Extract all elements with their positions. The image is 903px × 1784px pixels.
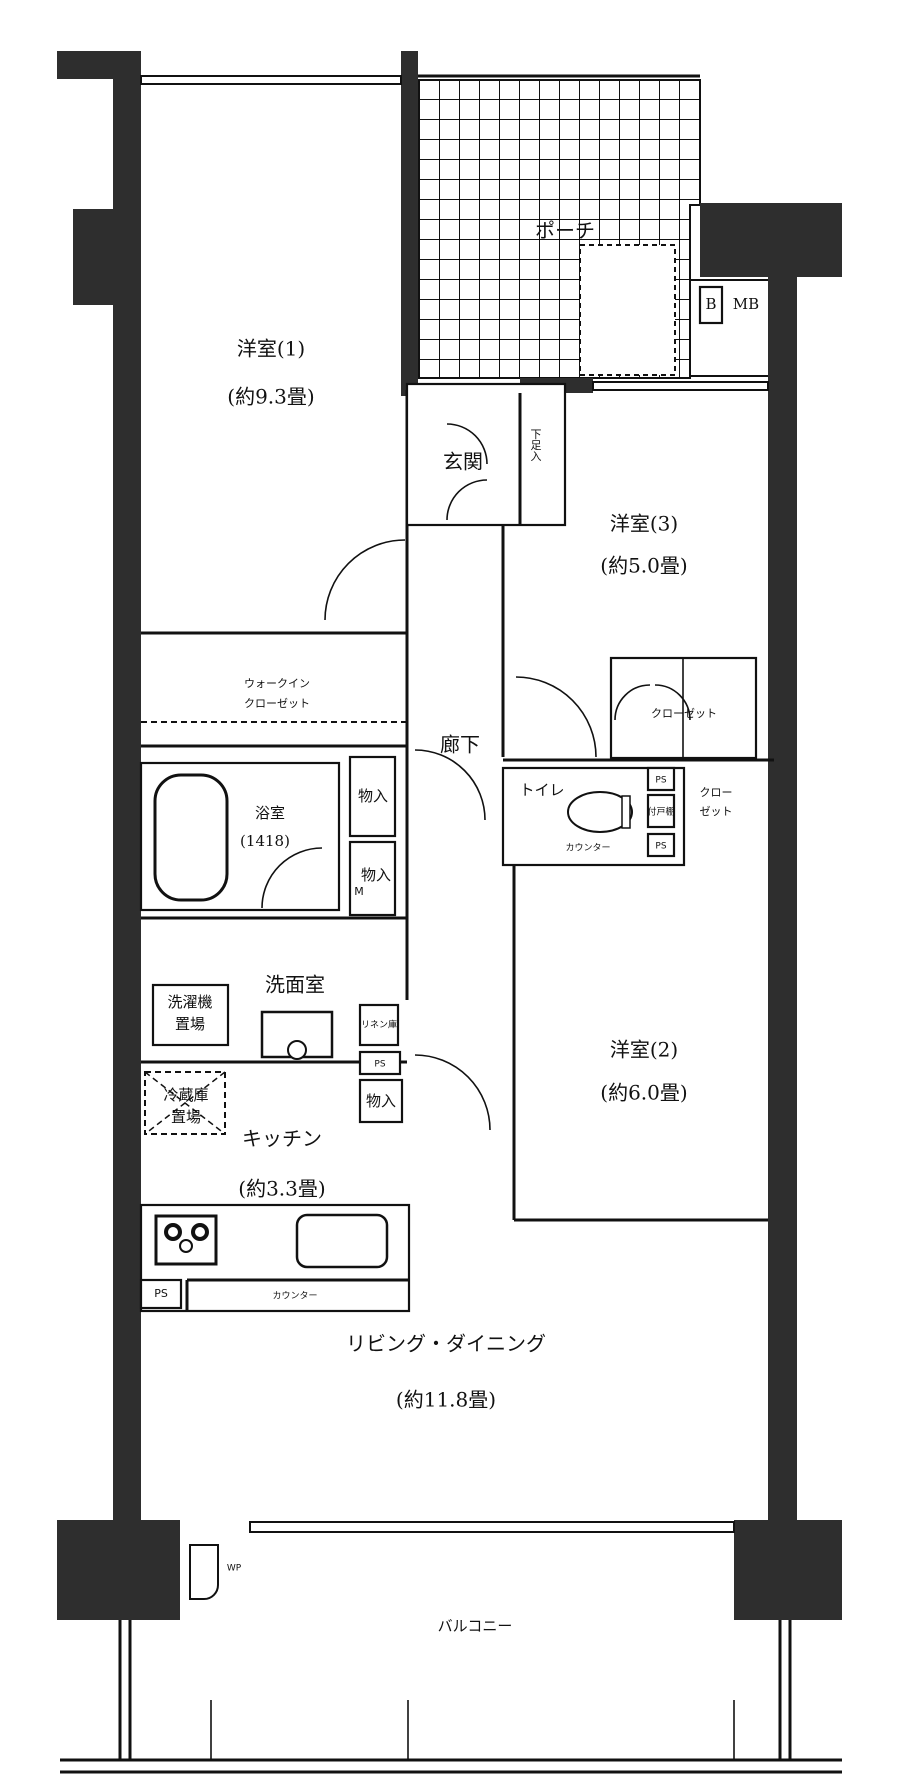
- storage1-label: 物入: [358, 787, 388, 805]
- water-point-label: WP: [227, 1564, 242, 1574]
- cabinet-label: 付戸棚: [647, 806, 674, 818]
- room3-closet-label: クローゼット: [651, 707, 717, 720]
- porch-gate: [579, 244, 676, 376]
- ps-label: PS: [655, 842, 666, 852]
- kitchen-size: (約3.3畳): [238, 1177, 325, 1201]
- ps-label: PS: [655, 776, 666, 786]
- b-label: B: [705, 295, 716, 313]
- room1-label: 洋室(1): [237, 337, 305, 361]
- washer-space-label-2: 置場: [175, 1015, 205, 1033]
- bathroom-label: 浴室: [255, 804, 285, 822]
- interior-walls: [139, 382, 774, 1313]
- toilet-counter-label: カウンター: [565, 843, 610, 854]
- balcony: [60, 1620, 842, 1774]
- bathtub-icon: [153, 773, 229, 902]
- fridge-space-label-1: 冷蔵庫: [163, 1086, 208, 1104]
- ps-label: PS: [374, 1060, 385, 1070]
- linen-closet-label: リネン庫: [361, 1019, 397, 1031]
- sink-icon: [295, 1213, 389, 1269]
- hallway-label: 廊下: [440, 733, 480, 757]
- washer-space-label-1: 洗濯機: [167, 993, 212, 1011]
- windows: [140, 75, 769, 1533]
- fridge-space-label-2: 置場: [171, 1108, 201, 1126]
- living-dining-size: (約11.8畳): [396, 1388, 496, 1412]
- room3-size: (約5.0畳): [600, 554, 687, 578]
- bathroom-size: (1418): [240, 832, 290, 850]
- storage2-label: 物入: [361, 866, 391, 884]
- fixtures: [144, 773, 633, 1600]
- room1-size: (約9.3畳): [227, 385, 314, 409]
- meter-box: B MB: [689, 279, 771, 377]
- room2-closet-label-2: ゼット: [700, 805, 733, 818]
- shoe-storage-label: 下足入: [529, 429, 542, 462]
- washroom-label: 洗面室: [265, 973, 325, 997]
- door-swings: [261, 423, 691, 1131]
- room2-size: (約6.0畳): [600, 1081, 687, 1105]
- balcony-label: バルコニー: [438, 1617, 513, 1635]
- room2-closet-label-1: クロー: [700, 786, 733, 799]
- water-point-icon: [189, 1544, 219, 1600]
- storage3-label: 物入: [366, 1092, 396, 1110]
- wic-label-2: クローゼット: [244, 697, 310, 710]
- entrance-label: 玄関: [443, 450, 483, 474]
- storage-boxes: [139, 755, 676, 1310]
- room2-label: 洋室(2): [610, 1038, 678, 1062]
- room3-label: 洋室(3): [610, 512, 678, 536]
- toilet-label: トイレ: [519, 781, 564, 799]
- mb-label: MB: [733, 295, 759, 313]
- ps-label: PS: [154, 1287, 168, 1300]
- kitchen-label: キッチン: [242, 1127, 322, 1151]
- meter-label: M: [354, 885, 364, 898]
- living-dining-label: リビング・ダイニング: [346, 1332, 546, 1356]
- toilet-icon: [567, 791, 633, 833]
- kitchen-counter-label: カウンター: [272, 1291, 317, 1302]
- wic-label-1: ウォークイン: [244, 677, 310, 690]
- porch-label: ポーチ: [535, 219, 595, 243]
